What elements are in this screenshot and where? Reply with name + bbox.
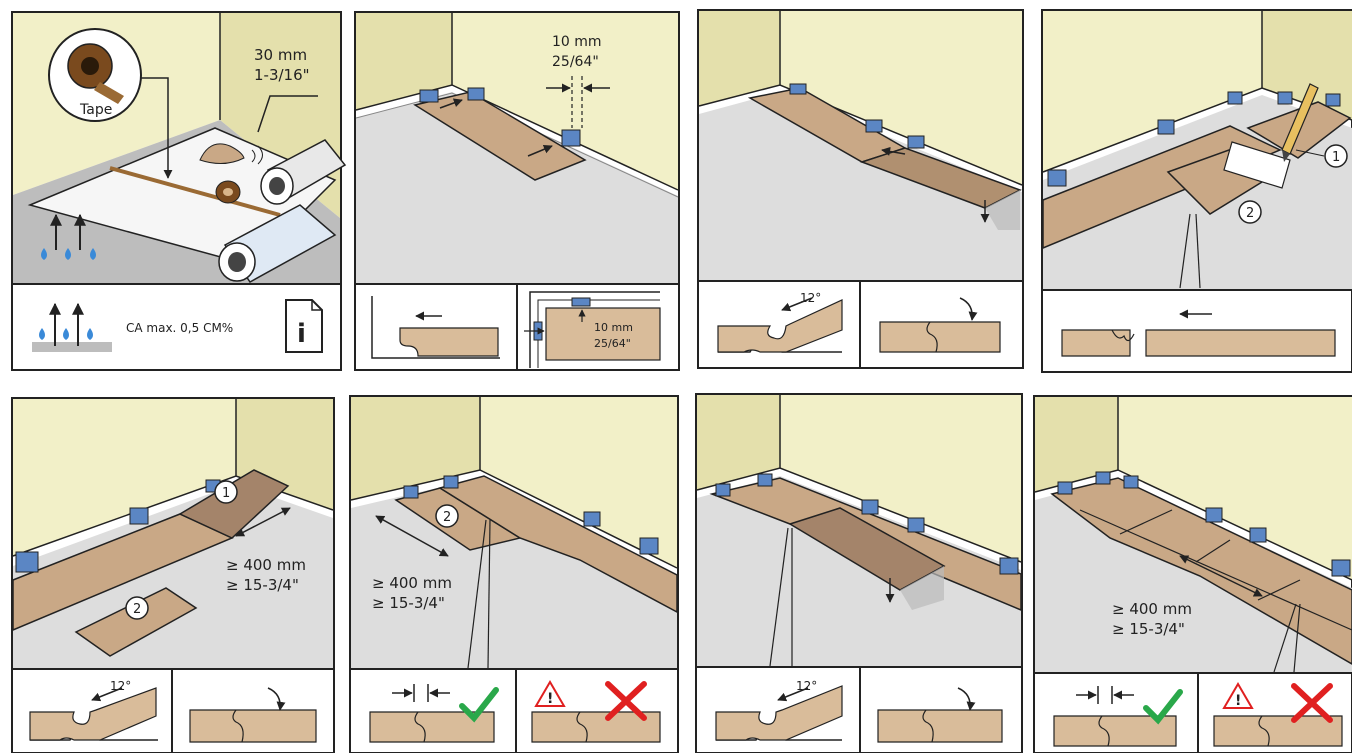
spacer-wedge (1331, 559, 1351, 577)
step-number-marker (1238, 200, 1262, 224)
spacer-wedge (561, 129, 581, 147)
spacer-wedge (403, 485, 419, 499)
min-offset-in: ≥ 15-3/4" (372, 594, 445, 612)
spacer-wedge (129, 507, 149, 525)
panel-6-second-row-offset: 2 ≥ 400 mm ≥ 15-3/4" ! (349, 395, 679, 753)
click-lock-fold-detail (877, 687, 1003, 743)
spacer-wedge (1249, 527, 1267, 543)
panel-8-end-joint-offset: ≥ 400 mm ≥ 15-3/4" ! (1033, 395, 1352, 753)
svg-text:2: 2 (443, 510, 451, 525)
correct-joint-detail (1053, 686, 1183, 747)
spacer-wedge (419, 89, 439, 103)
spacer-wedge (1227, 91, 1243, 105)
spacer-wedge (1095, 471, 1111, 485)
step-number-marker (1324, 144, 1348, 168)
moisture-test-icon (32, 302, 112, 352)
edge-distance-mm: 30 mm (254, 46, 307, 64)
svg-text:2: 2 (1246, 206, 1254, 221)
incorrect-joint-detail: ! (531, 680, 661, 743)
svg-text:!: ! (547, 691, 553, 707)
pencil-icon (1281, 83, 1319, 162)
spacer-wedge (861, 499, 879, 515)
spacer-wedge (1205, 507, 1223, 523)
panel-5-second-row-start: 1 2 ≥ 400 mm ≥ 15-3/4" 12° (11, 397, 335, 753)
click-lock-angle-detail: 12° (29, 679, 158, 741)
spacer-wedge (639, 537, 659, 555)
spacer-wedge (999, 557, 1019, 575)
corner-gap-in: 25/64" (594, 337, 631, 350)
spacer-wedge (1157, 119, 1175, 135)
click-lock-angle-detail: 12° (717, 291, 843, 353)
spacer-wedge (443, 475, 459, 489)
min-offset-mm: ≥ 400 mm (226, 556, 306, 574)
spacer-wedge (757, 473, 773, 487)
corner-gap-detail: 10 mm 25/64" (524, 291, 661, 368)
panel-2-spacers: 10 mm 25/64" 10 mm 25/64" (354, 11, 680, 371)
moisture-arrows-icon (41, 213, 96, 260)
checkmark-icon (459, 687, 499, 723)
corner-gap-mm: 10 mm (594, 321, 633, 334)
edge-distance-in: 1-3/16" (254, 66, 310, 84)
checkmark-icon (1143, 689, 1183, 725)
spacer-wedge (1047, 169, 1067, 187)
svg-text:1: 1 (222, 486, 230, 501)
min-offset-in: ≥ 15-3/4" (1112, 620, 1185, 638)
min-offset-mm: ≥ 400 mm (372, 574, 452, 592)
tape-strip (109, 166, 281, 217)
panel-3-first-row: 12° (697, 9, 1024, 369)
angle-label: 12° (796, 679, 817, 693)
step-number-marker (125, 596, 149, 620)
wall-gap-in: 25/64" (552, 54, 599, 70)
incorrect-joint-detail: ! (1213, 682, 1343, 747)
spacer-wedge (467, 87, 485, 101)
correct-joint-detail (369, 684, 499, 743)
angle-label: 12° (800, 291, 821, 305)
min-offset-in: ≥ 15-3/4" (226, 576, 299, 594)
moisture-limit-text: CA max. 0,5 CM% (126, 321, 233, 335)
spacer-wedge (907, 517, 925, 533)
spacer-wedge (1057, 481, 1073, 495)
spacer-wedge (1123, 475, 1139, 489)
cross-icon (605, 681, 647, 721)
panel-7-second-row-angle: 12° (695, 393, 1023, 753)
click-lock-angle-detail: 12° (715, 679, 843, 741)
angle-label: 12° (110, 679, 131, 693)
wall-gap-mm: 10 mm (552, 34, 602, 50)
min-offset-mm: ≥ 400 mm (1112, 600, 1192, 618)
cross-icon (1291, 683, 1333, 723)
svg-text:2: 2 (133, 602, 141, 617)
spacer-wedge (907, 135, 925, 149)
warning-icon: ! (1222, 682, 1254, 709)
plank-profile-detail (371, 296, 500, 359)
pressing-hand-icon (199, 143, 245, 164)
spacer-wedge (1277, 91, 1293, 105)
panel-1-underlay: Tape 30 mm 1-3/16" CA max. 0,5 CM% i (11, 11, 347, 371)
svg-text:1: 1 (1332, 150, 1340, 165)
info-icon: i (285, 299, 323, 353)
click-lock-fold-detail (879, 297, 1001, 353)
step-number-marker (214, 480, 238, 504)
spacer-wedge (583, 511, 601, 527)
underlay-roll-icon (260, 139, 347, 205)
tape-label: Tape (79, 102, 112, 118)
spacer-wedge (789, 83, 807, 95)
warning-icon: ! (534, 680, 566, 707)
spacer-wedge (15, 551, 39, 573)
spacer-wedge (715, 483, 731, 497)
end-joint-detail (1061, 309, 1336, 357)
svg-text:!: ! (1235, 693, 1241, 709)
spacer-wedge (865, 119, 883, 133)
spacer-wedge (1325, 93, 1341, 107)
underlay-roll-icon (218, 204, 337, 283)
floor-plank (438, 475, 678, 614)
floor-plank (413, 91, 587, 181)
panel-4-cut-last-plank: 1 2 (1041, 9, 1352, 373)
click-lock-fold-detail (189, 687, 317, 743)
svg-text:i: i (297, 319, 306, 349)
